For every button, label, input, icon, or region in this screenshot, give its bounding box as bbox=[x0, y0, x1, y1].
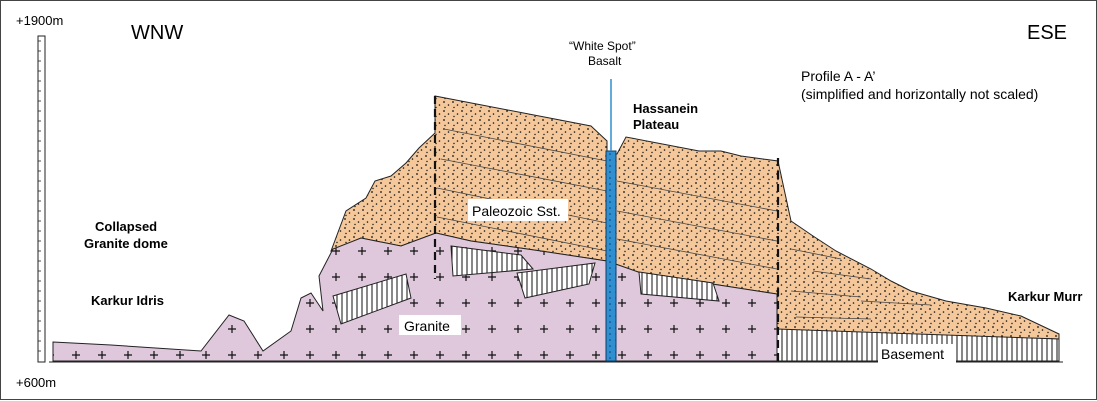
faults bbox=[433, 96, 780, 361]
paleozoic-label-box bbox=[468, 199, 568, 221]
collapsed-label: Collapsed bbox=[95, 219, 157, 234]
hassanein-label: Hassanein bbox=[633, 101, 698, 116]
scale-top-label: +1900m bbox=[16, 13, 63, 28]
profile-note: (simplified and horizontally not scaled) bbox=[801, 86, 1038, 102]
tilted-blocks bbox=[332, 245, 720, 325]
karkur-murr-label: Karkur Murr bbox=[1008, 289, 1082, 304]
basalt-dyke bbox=[605, 150, 617, 362]
direction-left: WNW bbox=[131, 22, 183, 44]
granite-label: Granite bbox=[404, 318, 450, 334]
paleozoic-label: Paleozoic Sst. bbox=[472, 203, 561, 219]
white-spot-label: “White Spot” bbox=[569, 39, 636, 53]
profile-title: Profile A - A’ bbox=[801, 68, 875, 84]
basement-label-box bbox=[878, 344, 956, 363]
direction-right: ESE bbox=[1027, 22, 1067, 44]
plateau-label: Plateau bbox=[633, 117, 679, 132]
scale-bottom-label: +600m bbox=[16, 375, 56, 390]
karkur-idris-label: Karkur Idris bbox=[91, 293, 164, 308]
granite-label-box bbox=[399, 315, 461, 335]
basalt-label: Basalt bbox=[588, 54, 622, 68]
vertical-scale-bar bbox=[37, 35, 46, 363]
granite-dome-label: Granite dome bbox=[84, 236, 168, 251]
basement-label: Basement bbox=[881, 346, 944, 362]
